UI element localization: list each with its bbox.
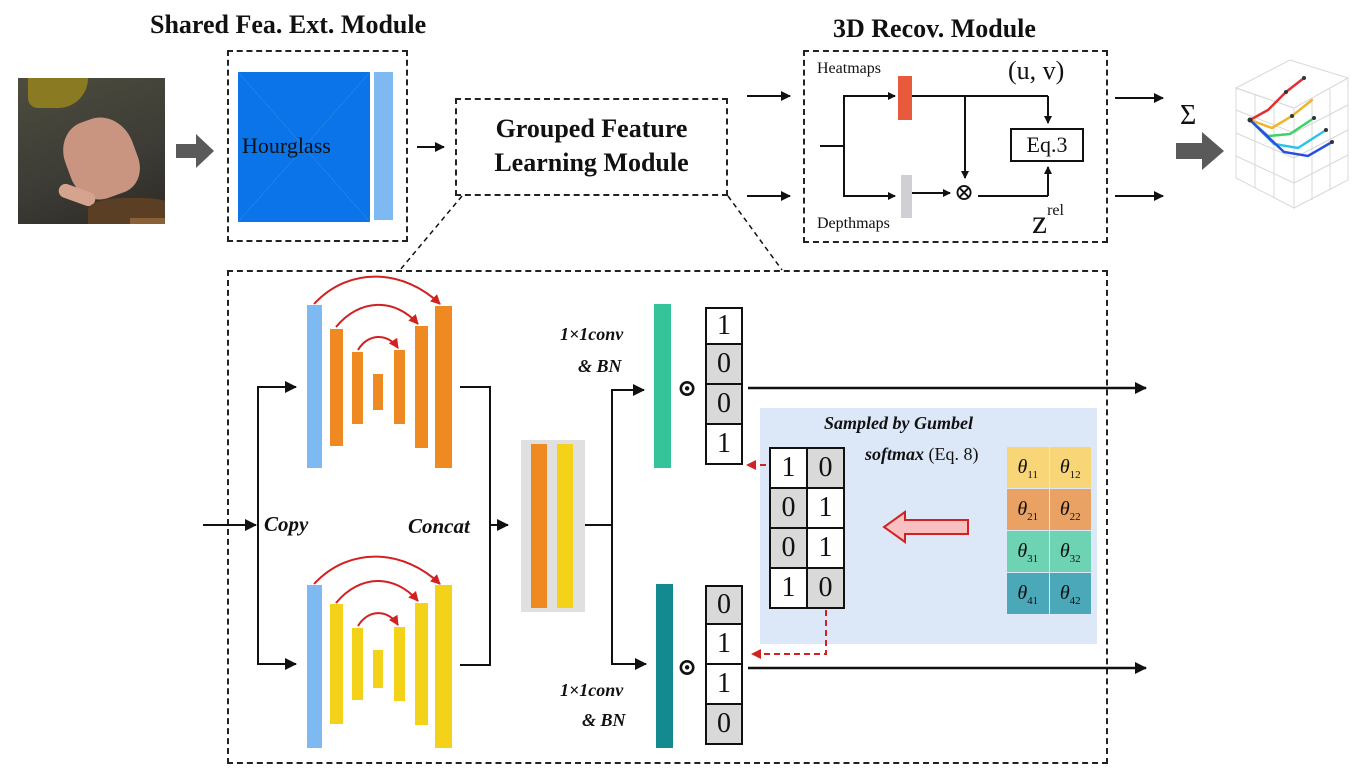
sampled-matrix: 1 0 0 1 0 1 1 0 [769, 447, 845, 609]
matrix-cell: 1 [808, 489, 843, 527]
unet-top-input-bar [307, 305, 322, 468]
uv-label: (u, v) [1008, 56, 1065, 85]
otimes-operator: ⊗ [953, 180, 975, 206]
gumbel-title-line1: Sampled by Gumbel [824, 413, 973, 433]
mask-cell: 0 [705, 585, 743, 625]
unet-top-bottleneck [373, 374, 383, 410]
hourglass-label: Hourglass [242, 133, 331, 158]
unet-bottom-dec1 [394, 627, 405, 701]
matrix-cell: 0 [808, 569, 843, 607]
matrix-cell: 0 [771, 529, 808, 567]
matrix-row: 0 1 [771, 489, 843, 529]
matrix-cell: 1 [808, 529, 843, 567]
mask-cell: 1 [705, 625, 743, 665]
depthmap-bar [901, 175, 912, 218]
conv-top-label-1: 1×1conv [560, 324, 624, 344]
matrix-cell: 0 [771, 489, 808, 527]
mask-cell: 0 [705, 705, 743, 745]
mask-vector-top: 1 0 0 1 [705, 307, 743, 465]
grouped-feature-module-box [455, 98, 728, 196]
theta-cell: θ41 [1007, 573, 1049, 614]
theta-cell: θ12 [1049, 447, 1091, 488]
concat-orange-bar [531, 444, 547, 608]
unet-bottom-enc2 [352, 628, 363, 700]
theta-cell: θ32 [1049, 531, 1091, 572]
dot-operator-bottom: ⊙ [677, 655, 698, 681]
grouped-detail-box [227, 270, 1108, 764]
matrix-row: 1 0 [771, 449, 843, 489]
3d-pose-plot [1234, 59, 1350, 209]
conv-bottom-label-2: & BN [582, 710, 626, 730]
unet-top-output [435, 306, 452, 468]
unet-top-dec2 [415, 326, 428, 448]
matrix-row: 0 1 [771, 529, 843, 569]
unet-top-dec1 [394, 350, 405, 424]
matrix-row: 1 0 [771, 569, 843, 607]
mask-cell: 1 [705, 425, 743, 465]
theta-cell: θ31 [1007, 531, 1049, 572]
concat-label: Concat [408, 514, 470, 538]
concat-yellow-bar [557, 444, 573, 608]
unet-top-enc2 [352, 352, 363, 424]
input-hand-image [18, 78, 165, 224]
copy-label: Copy [264, 512, 309, 536]
shared-module-title: Shared Fea. Ext. Module [150, 10, 427, 39]
conv-bottom-label-1: 1×1conv [560, 680, 624, 700]
sum-symbol: Σ [1180, 100, 1197, 131]
recov-module-box [803, 50, 1108, 243]
theta-grid: θ11 θ12 θ21 θ22 θ31 θ32 θ41 θ42 [1007, 447, 1091, 614]
grouped-feature-module-title: Grouped Feature Learning Module [494, 114, 689, 177]
theta-cell: θ22 [1049, 489, 1091, 530]
mask-cell: 0 [705, 385, 743, 425]
conv-top-bar [654, 304, 671, 468]
unet-bottom-input-bar [307, 585, 322, 748]
recov-module-title: 3D Recov. Module [833, 14, 1036, 43]
conv-top-label-2: & BN [578, 356, 622, 376]
hourglass-shape-fill [238, 72, 370, 222]
theta-cell: θ21 [1007, 489, 1049, 530]
unet-bottom-dec2 [415, 603, 428, 725]
heatmaps-label: Heatmaps [817, 60, 881, 77]
theta-cell: θ42 [1049, 573, 1091, 614]
z-rel-label: zrel [1032, 202, 1064, 241]
theta-cell: θ11 [1007, 447, 1049, 488]
matrix-cell: 1 [771, 569, 808, 607]
mask-cell: 1 [705, 307, 743, 345]
mask-vector-bottom: 0 1 1 0 [705, 585, 743, 745]
theta-row: θ11 θ12 [1007, 447, 1091, 488]
shared-feature-module-box [227, 50, 408, 242]
hourglass-output-bar [374, 72, 393, 220]
conv-bottom-bar [656, 584, 673, 748]
matrix-cell: 1 [771, 449, 808, 487]
mask-cell: 1 [705, 665, 743, 705]
unet-bottom-bottleneck [373, 650, 383, 688]
dot-operator-top: ⊙ [677, 376, 698, 402]
unet-bottom-enc1 [330, 604, 343, 724]
matrix-cell: 0 [808, 449, 843, 487]
unet-bottom-output [435, 585, 452, 748]
theta-row: θ31 θ32 [1007, 531, 1091, 572]
mask-cell: 0 [705, 345, 743, 385]
theta-row: θ41 θ42 [1007, 573, 1091, 614]
eq3-box: Eq.3 [1010, 128, 1084, 162]
theta-row: θ21 θ22 [1007, 489, 1091, 530]
depthmaps-label: Depthmaps [817, 215, 890, 232]
gumbel-title-line2: softmax (Eq. 8) [865, 444, 979, 464]
unet-top-enc1 [330, 329, 343, 446]
heatmap-bar [898, 76, 912, 120]
